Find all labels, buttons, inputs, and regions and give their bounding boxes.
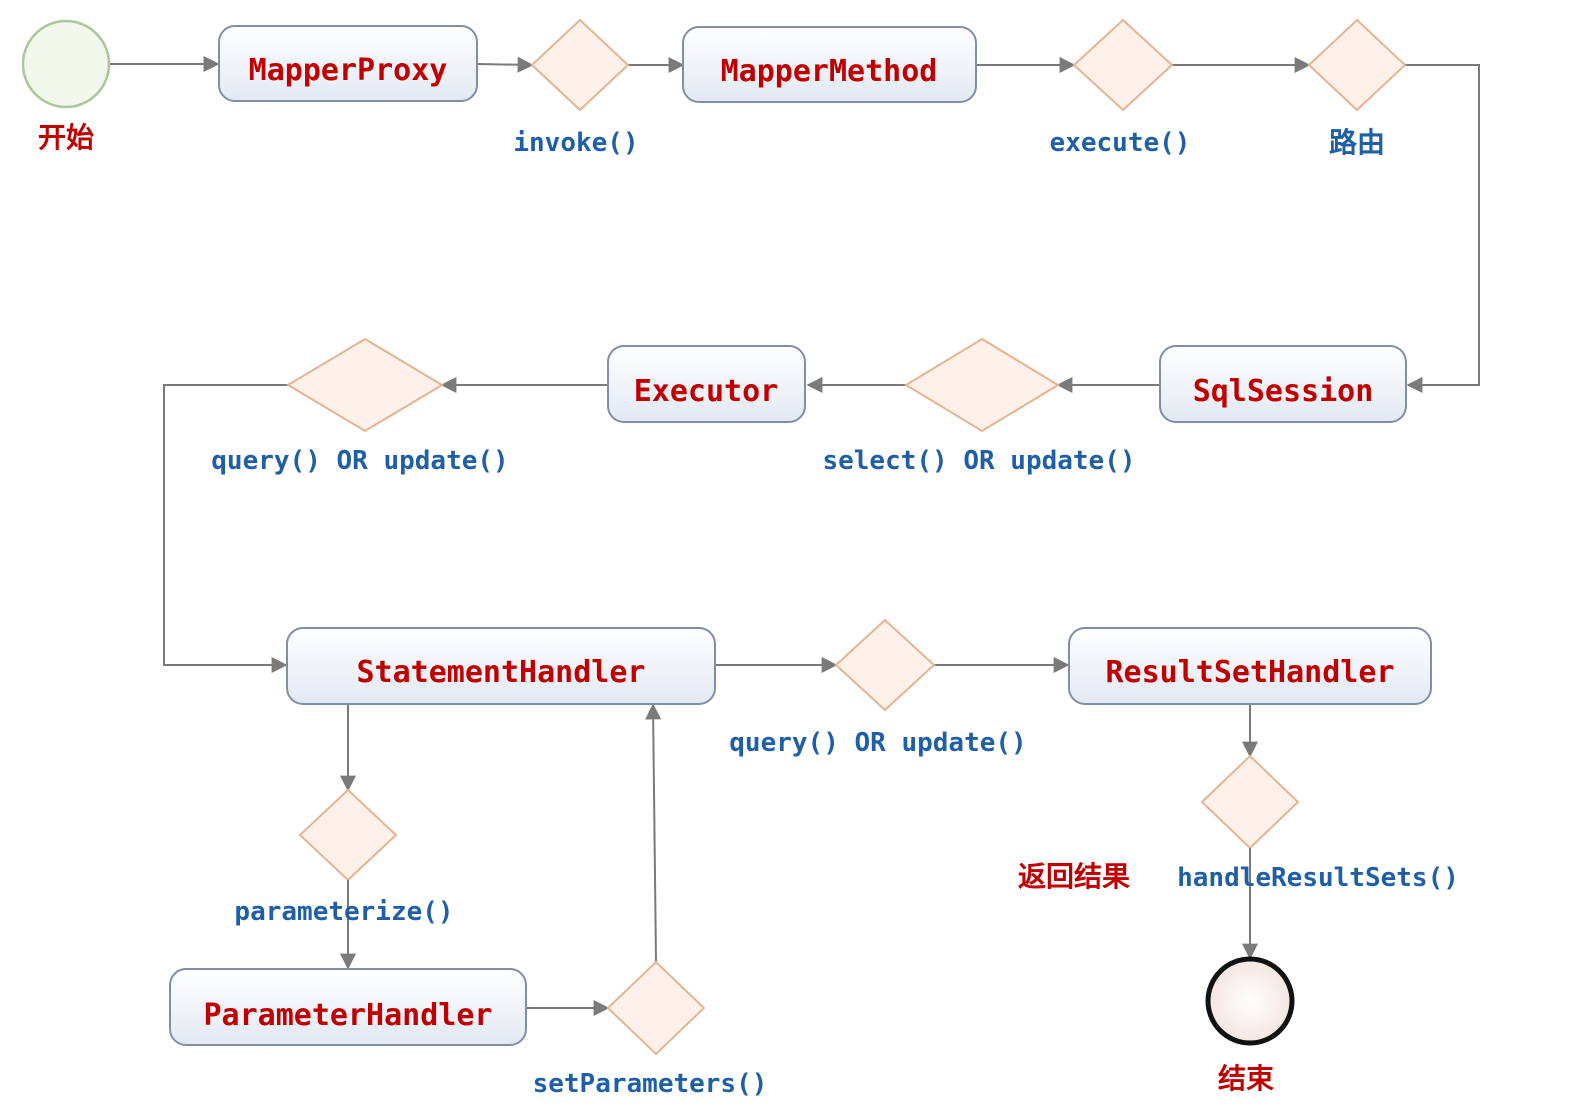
diamond-route [1307,18,1407,112]
box-sqlsession: SqlSession [1159,345,1407,423]
diamond-invoke [530,18,630,112]
diamond-handle-result-sets [1200,754,1300,850]
edge-label-route: 路由 [1329,126,1385,159]
edge-label-select-or-update: select() OR update() [822,446,1135,476]
edge-route-to-sqlsession [1405,64,1480,393]
edge-label-query-or-update-2: query() OR update() [729,728,1026,758]
start-label: 开始 [38,121,94,154]
box-resultsethandler: ResultSetHandler [1068,627,1432,705]
edge-setparameters-to-statementhandler [645,703,662,963]
box-mapperproxy-label: MapperProxy [249,53,448,88]
diamond-query-or-update-1 [286,337,444,433]
diamond-execute [1072,18,1174,112]
box-statementhandler: StatementHandler [286,627,716,705]
box-executor-label: Executor [634,374,779,409]
end-label: 结束 [1218,1062,1274,1095]
overlay-connectors [347,848,1251,960]
box-parameterhandler-label: ParameterHandler [204,998,493,1033]
edge-label-query-or-update-1: query() OR update() [211,446,508,476]
diamonds [286,18,1407,1056]
edge-label-parameterize: parameterize() [234,897,453,927]
edge-label-handle-result-sets: handleResultSets() [1177,863,1459,893]
edge-query-to-statementhandler [163,384,288,673]
box-mappermethod: MapperMethod [682,26,977,103]
edge-label-invoke: invoke() [513,128,638,158]
edge-label-return-result: 返回结果 [1018,860,1130,893]
diamond-parameterize [298,788,398,882]
diamond-query-or-update-2 [834,618,936,712]
end-node [1205,956,1295,1046]
edge-mapperproxy-to-invoke [477,56,534,73]
box-sqlsession-label: SqlSession [1193,374,1374,409]
edge-label-execute: execute() [1050,128,1191,158]
box-parameterhandler: ParameterHandler [169,968,527,1046]
box-resultsethandler-label: ResultSetHandler [1106,655,1395,690]
diamond-select-or-update [904,337,1060,433]
box-statementhandler-label: StatementHandler [357,655,646,690]
start-node [21,19,111,109]
box-executor: Executor [607,345,806,423]
box-mappermethod-label: MapperMethod [721,54,938,89]
diamond-set-parameters [606,960,706,1056]
box-mapperproxy: MapperProxy [218,25,478,102]
edge-label-set-parameters: setParameters() [533,1069,768,1099]
